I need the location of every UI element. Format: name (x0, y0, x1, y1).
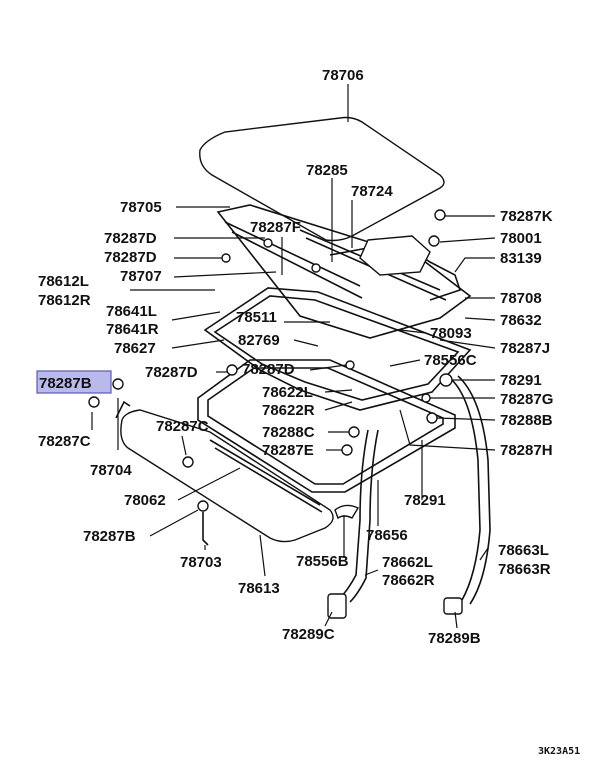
screw-78287G[interactable] (421, 393, 431, 403)
label-78287D-c[interactable]: 78287D (145, 364, 198, 381)
label-78287J[interactable]: 78287J (500, 340, 550, 357)
label-78612R[interactable]: 78612R (38, 292, 91, 309)
label-83139[interactable]: 83139 (500, 250, 542, 267)
label-78641L[interactable]: 78641L (106, 303, 157, 320)
screw-78287D-a[interactable] (263, 238, 273, 248)
label-78705[interactable]: 78705 (120, 199, 162, 216)
screw-78287B-b[interactable] (197, 500, 209, 512)
drain-hose-front[interactable] (339, 429, 369, 599)
drain-hose-rear[interactable] (451, 379, 481, 601)
label-78291-b[interactable]: 78291 (404, 492, 446, 509)
grommet-78288C[interactable] (348, 426, 360, 438)
label-78622L[interactable]: 78622L (262, 384, 313, 401)
label-78287D-d[interactable]: 78287D (242, 361, 295, 378)
label-82769[interactable]: 82769 (238, 332, 280, 349)
label-78622R[interactable]: 78622R (262, 402, 315, 419)
screw-78287K[interactable] (434, 209, 446, 221)
guide-rail-left[interactable] (224, 221, 363, 299)
glass-panel[interactable] (199, 116, 445, 242)
drain-frame-inner[interactable] (213, 295, 460, 401)
label-78556B[interactable]: 78556B (296, 553, 349, 570)
label-78287F[interactable]: 78287F (250, 219, 301, 236)
label-78287K[interactable]: 78287K (500, 208, 553, 225)
weatherstrip-frame-inner[interactable] (207, 367, 444, 485)
hose-end-rear[interactable] (443, 597, 463, 615)
label-78287D-a[interactable]: 78287D (104, 230, 157, 247)
nut-78287C[interactable] (88, 396, 100, 408)
corner-piece-78556B[interactable] (334, 504, 360, 520)
label-78287G[interactable]: 78287G (500, 391, 553, 408)
bolt-78287B-hl[interactable] (112, 378, 124, 390)
sunroof-frame[interactable] (216, 204, 472, 339)
label-78289C[interactable]: 78289C (282, 626, 335, 643)
label-78632[interactable]: 78632 (500, 312, 542, 329)
screw-78287D-b[interactable] (221, 253, 231, 263)
screw-78287D-d[interactable] (345, 360, 355, 370)
label-78287C-b[interactable]: 78287C (38, 433, 91, 450)
drain-hose-front-2[interactable] (349, 429, 379, 603)
label-78641R[interactable]: 78641R (106, 321, 159, 338)
label-78556C[interactable]: 78556C (424, 352, 477, 369)
screw-78287E[interactable] (341, 444, 353, 456)
grommet-78288B[interactable] (426, 412, 438, 424)
sunshade-seal[interactable] (209, 439, 323, 513)
label-78663L[interactable]: 78663L (498, 542, 549, 559)
weatherstrip-frame[interactable] (197, 359, 456, 493)
label-78627[interactable]: 78627 (114, 340, 156, 357)
label-78656[interactable]: 78656 (366, 527, 408, 544)
hinge-78704[interactable] (115, 400, 131, 419)
label-78662L[interactable]: 78662L (382, 554, 433, 571)
motor-assembly[interactable] (359, 235, 431, 276)
screw-78287D-c[interactable] (226, 364, 238, 376)
label-78288B[interactable]: 78288B (500, 412, 553, 429)
label-78706[interactable]: 78706 (322, 67, 364, 84)
label-78285[interactable]: 78285 (306, 162, 348, 179)
label-78291-a[interactable]: 78291 (500, 372, 542, 389)
label-78708[interactable]: 78708 (500, 290, 542, 307)
hose-end-front[interactable] (327, 593, 347, 619)
grommet-78291[interactable] (439, 373, 453, 387)
label-78287B-highlighted[interactable]: 78287B (39, 375, 92, 392)
label-78704[interactable]: 78704 (90, 462, 132, 479)
screw-78285[interactable] (311, 263, 321, 273)
label-78707[interactable]: 78707 (120, 268, 162, 285)
screw-78287C-b[interactable] (182, 456, 194, 468)
label-78287H[interactable]: 78287H (500, 442, 553, 459)
label-78662R[interactable]: 78662R (382, 572, 435, 589)
label-78289B[interactable]: 78289B (428, 630, 481, 647)
clip-78001[interactable] (428, 235, 440, 247)
label-78001[interactable]: 78001 (500, 230, 542, 247)
bracket-78703[interactable] (202, 512, 209, 546)
label-78287E[interactable]: 78287E (262, 442, 314, 459)
label-78663R[interactable]: 78663R (498, 561, 551, 578)
label-78062[interactable]: 78062 (124, 492, 166, 509)
label-78287C-a[interactable]: 78287C (156, 418, 209, 435)
drain-frame[interactable] (203, 287, 472, 411)
label-78612L[interactable]: 78612L (38, 273, 89, 290)
label-78287B[interactable]: 78287B (83, 528, 136, 545)
drain-hose-rear-2[interactable] (457, 375, 491, 605)
label-78288C[interactable]: 78288C (262, 424, 315, 441)
label-78724[interactable]: 78724 (351, 183, 393, 200)
figure-code: 3K23A51 (538, 746, 580, 757)
label-78613[interactable]: 78613 (238, 580, 280, 597)
label-78093[interactable]: 78093 (430, 325, 472, 342)
sunshade-panel[interactable] (120, 409, 334, 543)
label-78511[interactable]: 78511 (236, 309, 277, 326)
highlight-box (36, 370, 112, 394)
label-78703[interactable]: 78703 (180, 554, 222, 571)
leader-lines (91, 84, 496, 629)
label-78287D-b[interactable]: 78287D (104, 249, 157, 266)
